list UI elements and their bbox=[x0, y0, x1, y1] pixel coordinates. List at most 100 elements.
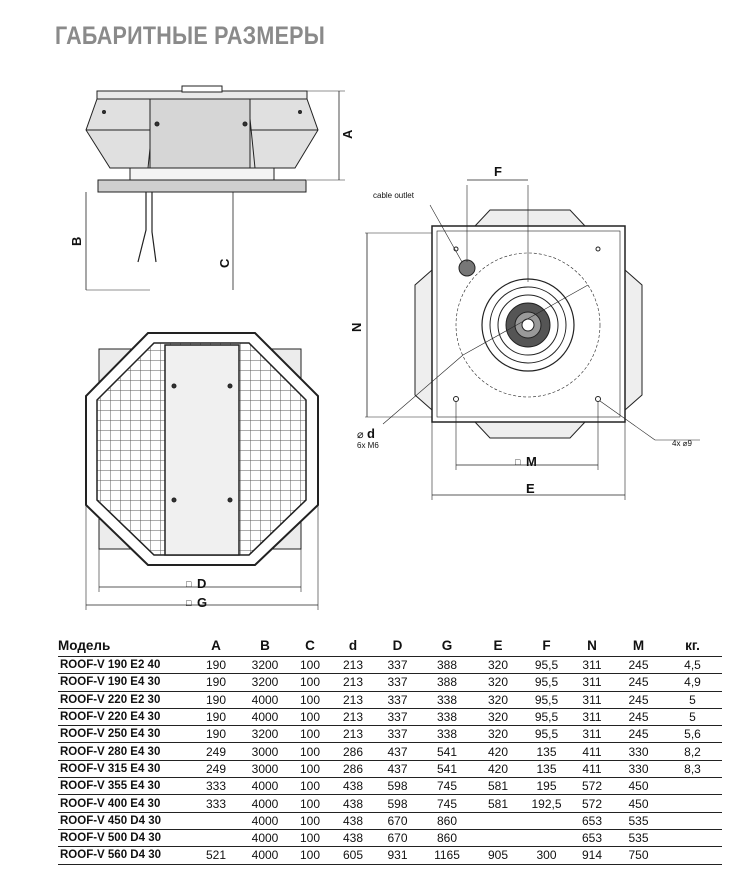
value-cell: 572 bbox=[570, 777, 614, 796]
value-cell: 311 bbox=[570, 691, 614, 709]
value-cell: 245 bbox=[614, 673, 663, 692]
value-cell: 245 bbox=[614, 656, 663, 675]
value-cell: 338 bbox=[421, 725, 473, 744]
value-cell: 750 bbox=[614, 846, 663, 865]
value-cell: 213 bbox=[332, 691, 374, 709]
value-cell: 4000 bbox=[242, 777, 288, 796]
value-cell: 100 bbox=[288, 673, 332, 692]
value-cell: 572 bbox=[570, 794, 614, 813]
value-cell bbox=[190, 812, 242, 830]
value-cell: 286 bbox=[332, 742, 374, 761]
value-cell bbox=[190, 829, 242, 848]
square-symbol-G: □ bbox=[186, 598, 192, 608]
value-cell: 337 bbox=[374, 725, 421, 744]
value-cell: 337 bbox=[374, 656, 421, 675]
value-cell: 411 bbox=[570, 742, 614, 761]
value-cell: 581 bbox=[473, 794, 523, 813]
value-cell: 192,5 bbox=[523, 794, 570, 813]
value-cell: 100 bbox=[288, 708, 332, 727]
column-header: Модель bbox=[58, 634, 190, 657]
value-cell: 4000 bbox=[242, 846, 288, 865]
value-cell bbox=[663, 812, 722, 830]
value-cell: 100 bbox=[288, 812, 332, 830]
model-cell: ROOF-V 280 E4 30 bbox=[58, 742, 190, 761]
value-cell: 320 bbox=[473, 708, 523, 727]
model-cell: ROOF-V 560 D4 30 bbox=[58, 846, 190, 865]
value-cell: 450 bbox=[614, 777, 663, 796]
model-cell: ROOF-V 400 E4 30 bbox=[58, 794, 190, 813]
value-cell: 5 bbox=[663, 691, 722, 709]
value-cell bbox=[663, 794, 722, 813]
model-cell: ROOF-V 190 E4 30 bbox=[58, 673, 190, 692]
value-cell: 245 bbox=[614, 691, 663, 709]
value-cell bbox=[663, 846, 722, 865]
model-cell: ROOF-V 315 E4 30 bbox=[58, 760, 190, 779]
value-cell bbox=[663, 777, 722, 796]
page-title: ГАБАРИТНЫЕ РАЗМЕРЫ bbox=[55, 22, 326, 50]
top-view bbox=[85, 332, 319, 610]
model-cell: ROOF-V 355 E4 30 bbox=[58, 777, 190, 796]
value-cell: 3200 bbox=[242, 656, 288, 675]
value-cell: 4000 bbox=[242, 708, 288, 727]
value-cell: 330 bbox=[614, 760, 663, 779]
holes-label: 4x ⌀9 bbox=[672, 439, 692, 448]
label-F: F bbox=[494, 164, 502, 179]
value-cell: 190 bbox=[190, 691, 242, 709]
value-cell: 931 bbox=[374, 846, 421, 865]
label-d: d bbox=[367, 426, 375, 441]
value-cell: 5 bbox=[663, 708, 722, 727]
value-cell: 605 bbox=[332, 846, 374, 865]
value-cell: 438 bbox=[332, 829, 374, 848]
value-cell: 95,5 bbox=[523, 656, 570, 675]
value-cell: 100 bbox=[288, 656, 332, 675]
value-cell: 914 bbox=[570, 846, 614, 865]
value-cell: 213 bbox=[332, 725, 374, 744]
value-cell: 438 bbox=[332, 794, 374, 813]
value-cell: 95,5 bbox=[523, 691, 570, 709]
value-cell: 4000 bbox=[242, 691, 288, 709]
value-cell: 195 bbox=[523, 777, 570, 796]
value-cell: 100 bbox=[288, 742, 332, 761]
value-cell: 338 bbox=[421, 691, 473, 709]
value-cell: 521 bbox=[190, 846, 242, 865]
value-cell: 388 bbox=[421, 673, 473, 692]
value-cell: 100 bbox=[288, 794, 332, 813]
value-cell: 670 bbox=[374, 829, 421, 848]
value-cell: 3000 bbox=[242, 760, 288, 779]
value-cell: 670 bbox=[374, 812, 421, 830]
value-cell: 249 bbox=[190, 742, 242, 761]
value-cell: 245 bbox=[614, 708, 663, 727]
column-header: G bbox=[421, 634, 473, 657]
value-cell: 450 bbox=[614, 794, 663, 813]
value-cell: 100 bbox=[288, 829, 332, 848]
diameter-symbol-d: ⌀ bbox=[357, 429, 364, 441]
value-cell: 190 bbox=[190, 673, 242, 692]
value-cell: 860 bbox=[421, 812, 473, 830]
value-cell: 100 bbox=[288, 777, 332, 796]
value-cell: 1165 bbox=[421, 846, 473, 865]
value-cell: 337 bbox=[374, 673, 421, 692]
value-cell: 4000 bbox=[242, 812, 288, 830]
label-E: E bbox=[526, 481, 535, 496]
value-cell: 300 bbox=[523, 846, 570, 865]
value-cell: 190 bbox=[190, 656, 242, 675]
value-cell: 337 bbox=[374, 691, 421, 709]
value-cell: 95,5 bbox=[523, 673, 570, 692]
value-cell: 4000 bbox=[242, 794, 288, 813]
value-cell: 95,5 bbox=[523, 708, 570, 727]
value-cell: 190 bbox=[190, 725, 242, 744]
value-cell: 333 bbox=[190, 777, 242, 796]
value-cell: 3200 bbox=[242, 725, 288, 744]
value-cell bbox=[473, 812, 523, 830]
value-cell: 333 bbox=[190, 794, 242, 813]
